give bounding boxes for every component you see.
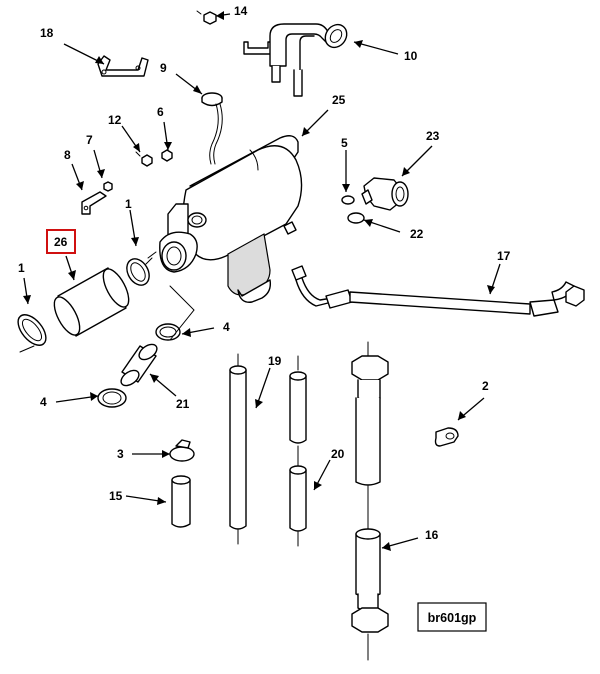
callout-5: 5 (341, 136, 348, 150)
part-10-tube-assembly[interactable] (243, 20, 351, 97)
callout-20: 20 (331, 447, 345, 461)
part-26-rubber-sleeve[interactable] (49, 265, 134, 339)
part-21-hose[interactable] (118, 341, 159, 388)
callout-9: 9 (160, 61, 167, 75)
callout-1-lower: 1 (18, 261, 25, 275)
part-8-clip[interactable] (81, 191, 107, 215)
callout-2: 2 (482, 379, 489, 393)
callout-7: 7 (86, 133, 93, 147)
part-18-bracket[interactable] (97, 55, 149, 77)
part-20-tube[interactable] (289, 445, 307, 547)
highlight-box-part-26 (46, 229, 76, 254)
callout-25: 25 (332, 93, 346, 107)
part-7-bolt[interactable] (103, 181, 113, 192)
callout-8: 8 (64, 148, 71, 162)
part-1-hose-clamp-upper[interactable] (122, 255, 153, 289)
reference-code-box: br601gp (417, 602, 487, 632)
callout-3: 3 (117, 447, 124, 461)
part-17-hose-assembly[interactable] (291, 265, 585, 317)
callout-10: 10 (404, 49, 418, 63)
part-6-nut[interactable] (161, 149, 173, 162)
part-23-elbow-fitting[interactable] (361, 177, 409, 211)
callout-21: 21 (176, 397, 190, 411)
part-25-main-canister[interactable] (159, 135, 303, 303)
part-14-bolt[interactable] (196, 10, 217, 25)
part-2-clip[interactable] (434, 427, 459, 447)
part-9-cap-and-tether[interactable] (201, 92, 223, 165)
reference-code: br601gp (428, 611, 477, 625)
callout-17: 17 (497, 249, 511, 263)
part-15-hose-short[interactable] (171, 475, 191, 528)
callout-1-upper: 1 (125, 197, 132, 211)
part-19-long-tube[interactable] (229, 353, 247, 545)
callout-15: 15 (109, 489, 123, 503)
callout-16: 16 (425, 528, 439, 542)
part-4-clamp-lower[interactable] (97, 388, 127, 408)
callout-26: 26 (54, 235, 68, 249)
callout-19: 19 (268, 354, 282, 368)
callout-23: 23 (426, 129, 440, 143)
callout-4-upper: 4 (223, 320, 230, 334)
callout-18: 18 (40, 26, 54, 40)
part-22-o-ring[interactable] (347, 212, 365, 224)
callout-6: 6 (157, 105, 164, 119)
part-1-hose-clamp-lower[interactable] (13, 310, 51, 350)
part-12-bolt[interactable] (135, 151, 153, 167)
part-5-seal-ring[interactable] (341, 195, 355, 205)
part-16-hose-with-fittings[interactable] (351, 341, 389, 661)
callout-4-lower: 4 (40, 395, 47, 409)
callout-14: 14 (234, 4, 248, 18)
part-19-tube-short[interactable] (289, 355, 307, 444)
callout-22: 22 (410, 227, 424, 241)
callout-12: 12 (108, 113, 122, 127)
callout-labels: 14 10 18 9 25 12 6 7 8 5 23 22 1 26 1 17… (18, 4, 511, 542)
leader-arrowheads (23, 11, 495, 551)
part-3-clamp[interactable] (169, 439, 195, 462)
